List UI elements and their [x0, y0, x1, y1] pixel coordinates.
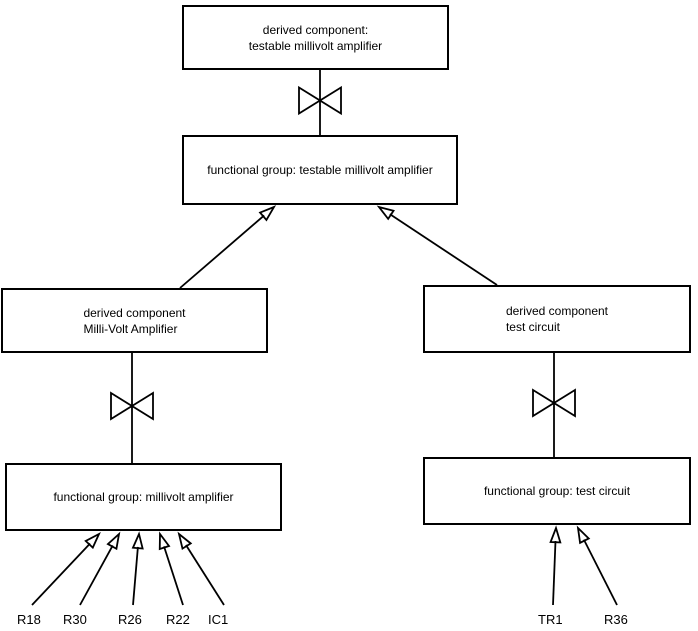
functional-group-testable-millivolt-amplifier-label: functional group: testable millivolt amp… [207, 163, 433, 177]
leaf-arrow-r18-head-icon [84, 531, 101, 550]
arrow-milli-volt-amplifier-to-testable-group-head-icon [258, 205, 277, 222]
derived-component-testable-millivolt-amplifier-label: derived component: testable millivolt am… [248, 22, 383, 53]
leaf-arrow-ic1-head-icon [177, 531, 193, 551]
leaf-label-r18: R18 [17, 612, 41, 627]
derived-component-milli-volt-amplifier-label: derived component Milli-Volt Amplifier [83, 305, 186, 336]
leaf-arrow-r22-head-icon [158, 531, 171, 551]
leaf-arrow-r36-shaft [583, 539, 618, 606]
leaf-arrow-r26-shaft [132, 546, 139, 606]
realization-link-testable-millivolt-amplifier-bowtie-icon [298, 85, 342, 116]
functional-group-millivolt-amplifier-box[interactable]: functional group: millivolt amplifier [5, 463, 282, 531]
leaf-arrow-r30-shaft [79, 544, 114, 606]
leaf-arrow-ic1-shaft [185, 544, 225, 606]
derived-component-testable-millivolt-amplifier-box[interactable]: derived component: testable millivolt am… [182, 5, 449, 70]
leaf-arrow-r30-head-icon [106, 531, 121, 551]
realization-link-test-circuit-bowtie-icon [532, 388, 576, 418]
realization-link-milli-volt-amplifier-bowtie-icon [110, 391, 154, 421]
leaf-arrow-tr1-head-icon [549, 525, 562, 544]
leaf-arrow-tr1-shaft [552, 540, 557, 606]
leaf-label-r22: R22 [166, 612, 190, 627]
derived-component-milli-volt-amplifier-box[interactable]: derived component Milli-Volt Amplifier [1, 288, 268, 353]
derived-component-test-circuit-label: derived component test circuit [505, 304, 609, 334]
leaf-label-tr1: TR1 [538, 612, 563, 627]
arrow-test-circuit-to-testable-group-head-icon [376, 205, 395, 221]
arrow-milli-volt-amplifier-to-testable-group-shaft [179, 214, 265, 289]
functional-group-testable-millivolt-amplifier-box[interactable]: functional group: testable millivolt amp… [182, 135, 458, 205]
leaf-arrow-r36-head-icon [576, 525, 591, 545]
leaf-arrow-r26-head-icon [131, 531, 144, 550]
leaf-label-r36: R36 [604, 612, 628, 627]
arrow-test-circuit-to-testable-group-shaft [389, 213, 498, 286]
leaf-arrow-r22-shaft [163, 546, 184, 606]
functional-group-test-circuit-box[interactable]: functional group: test circuit [423, 457, 691, 525]
derived-component-test-circuit-box[interactable]: derived component test circuit [423, 285, 691, 353]
functional-group-test-circuit-label: functional group: test circuit [483, 484, 631, 498]
leaf-label-r30: R30 [63, 612, 87, 627]
functional-group-millivolt-amplifier-label: functional group: millivolt amplifier [53, 490, 234, 504]
leaf-arrow-r18-shaft [31, 542, 91, 606]
leaf-label-r26: R26 [118, 612, 142, 627]
leaf-label-ic1: IC1 [208, 612, 229, 627]
